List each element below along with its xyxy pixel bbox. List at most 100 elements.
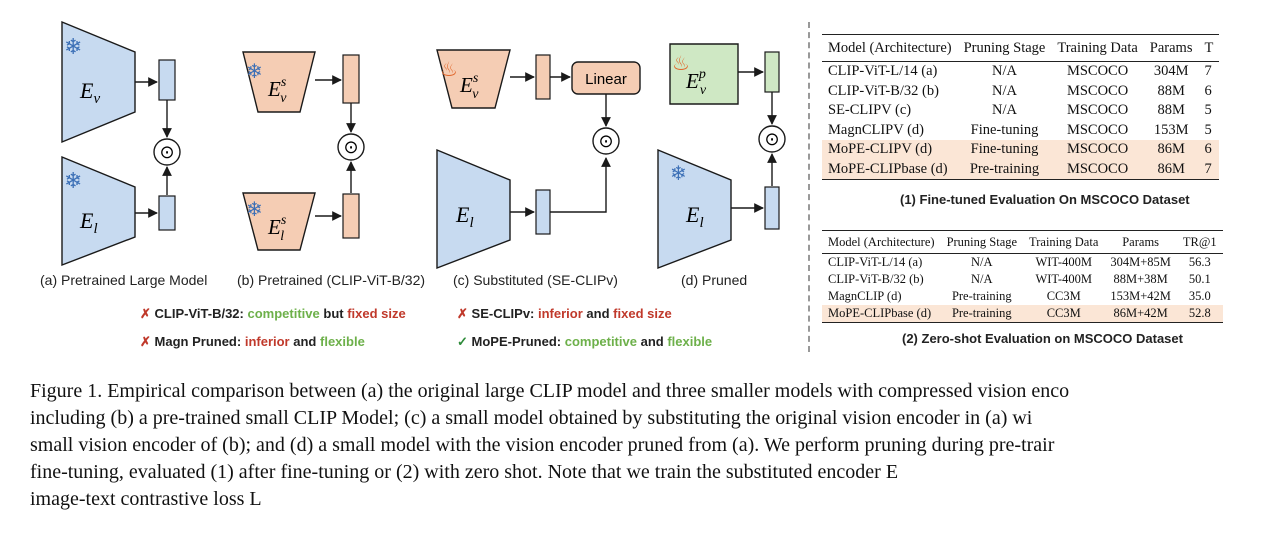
cell: MSCOCO: [1051, 159, 1144, 180]
cell: Fine-tuning: [957, 140, 1052, 160]
col-header: TR@1: [1176, 230, 1223, 254]
table-header-row: Model (Architecture) Pruning Stage Train…: [822, 34, 1220, 62]
legend-clip-vit-b32: ✗ CLIP-ViT-B/32: competitive but fixed s…: [140, 306, 406, 322]
cell: MoPE-CLIPbase (d): [822, 159, 958, 180]
table-row: CLIP-ViT-L/14 (a) N/A MSCOCO 304M 7: [822, 62, 1219, 82]
sub-letter: v: [700, 83, 707, 98]
e-letter: E: [79, 78, 94, 103]
cell: 88M+38M: [1113, 272, 1168, 286]
cell: MSCOCO: [1066, 102, 1129, 119]
sub-letter: l: [469, 215, 473, 231]
odot-symbol: ⊙: [159, 142, 174, 163]
cell: CLIP-ViT-L/14 (a): [828, 63, 938, 80]
cell: 5: [1204, 121, 1212, 138]
panel-a: ❄ Ev ⊙ ❄ El: [61, 20, 181, 267]
vision-encoder-c: [436, 49, 511, 109]
text-embedding-b: [342, 193, 360, 239]
arrow: [550, 157, 611, 213]
cell: N/A: [992, 102, 1017, 119]
legend-connector: and: [640, 334, 664, 349]
legend-model-name: MoPE-Pruned:: [471, 334, 562, 349]
snowflake-icon: ❄: [64, 35, 82, 60]
cell: 35.0: [1188, 289, 1211, 303]
sub-letter: v: [280, 91, 287, 106]
fire-icon: ♨: [440, 57, 458, 81]
cell: 56.3: [1188, 255, 1211, 269]
cell: 50.1: [1188, 272, 1211, 286]
snowflake-icon: ❄: [670, 161, 687, 185]
vision-encoder-label-a: Ev: [79, 78, 100, 107]
cell: CLIP-ViT-L/14 (a): [828, 255, 923, 269]
col-header: Model (Architecture): [822, 34, 958, 62]
cell: WIT-400M: [1035, 255, 1092, 269]
legend-quality: inferior: [244, 334, 290, 349]
cell: MoPE-CLIPV (d): [822, 140, 958, 160]
legend-connector: and: [293, 334, 317, 349]
legend-model-name: SE-CLIPv:: [471, 306, 535, 321]
table-row: MagnCLIPV (d) Fine-tuning MSCOCO 153M 5: [822, 121, 1219, 141]
cell: CLIP-ViT-B/32 (b): [828, 82, 939, 99]
sup-letter: s: [473, 71, 479, 86]
legend-quality: competitive: [564, 334, 637, 349]
check-icon: ✓: [457, 334, 468, 349]
cell: MoPE-CLIPbase (d): [822, 305, 941, 323]
cell: N/A: [971, 272, 993, 286]
linear-label: Linear: [585, 71, 627, 88]
dashed-separator: [808, 22, 810, 352]
figure-caption: Figure 1. Empirical comparison between (…: [30, 378, 1280, 513]
text-encoder-a: [61, 155, 136, 267]
legend-mope-pruned: ✓ MoPE-Pruned: competitive and flexible: [457, 334, 712, 350]
dot-product-c: [592, 127, 620, 155]
legend-size: flexible: [667, 334, 713, 349]
col-header: Pruning Stage: [957, 34, 1052, 62]
e-letter: E: [459, 73, 473, 97]
dot-product-a: [153, 138, 181, 166]
cross-icon: ✗: [140, 334, 151, 349]
text-encoder-b: [242, 192, 316, 251]
dot-product-d: [758, 125, 786, 153]
table-row: SE-CLIPV (c) N/A MSCOCO 88M 5: [822, 101, 1219, 121]
col-header: Training Data: [1051, 34, 1144, 62]
legend-model-name: Magn Pruned:: [154, 334, 242, 349]
cell: 86M: [1143, 159, 1199, 180]
table-row-highlighted: MoPE-CLIPbase (d) Pre-training MSCOCO 86…: [822, 159, 1220, 180]
cell: N/A: [971, 255, 993, 269]
sub-letter: v: [93, 91, 100, 107]
text-embedding-c: [535, 189, 551, 235]
cell: Pre-training: [957, 159, 1052, 180]
cell: 52.8: [1176, 305, 1223, 323]
cell: 86M: [1143, 140, 1199, 160]
table2-caption: (2) Zero-shot Evaluation on MSCOCO Datas…: [902, 331, 1183, 346]
zeroshot-results-table: Model (Architecture) Pruning Stage Train…: [822, 230, 1223, 323]
text-encoder-label-a: El: [79, 208, 98, 237]
e-letter: E: [455, 202, 470, 227]
dot-product-b: [337, 133, 365, 161]
cell: 304M: [1153, 63, 1189, 80]
cell: 7: [1198, 159, 1220, 180]
cell: Pre-training: [951, 289, 1012, 303]
cell: 153M+42M: [1110, 289, 1171, 303]
cell: 6: [1198, 140, 1220, 160]
e-letter: E: [685, 202, 700, 227]
text-encoder-label-d: El: [685, 202, 704, 231]
e-letter: E: [685, 69, 699, 93]
cell: CLIP-ViT-B/32 (b): [828, 272, 924, 286]
vision-encoder-a: [61, 20, 136, 144]
cell: MSCOCO: [1051, 140, 1144, 160]
sub-letter: l: [280, 229, 284, 244]
legend-model-name: CLIP-ViT-B/32:: [154, 306, 244, 321]
legend-se-clipv: ✗ SE-CLIPv: inferior and fixed size: [457, 306, 672, 322]
table1-caption: (1) Fine-tuned Evaluation On MSCOCO Data…: [900, 192, 1190, 207]
vision-encoder-b: [242, 51, 316, 113]
caption-line: Figure 1. Empirical comparison between (…: [30, 380, 1070, 402]
col-header: Training Data: [1023, 230, 1105, 254]
snowflake-icon: ❄: [246, 197, 263, 221]
table-header-row: Model (Architecture) Pruning Stage Train…: [822, 230, 1223, 254]
odot-symbol: ⊙: [343, 137, 358, 158]
odot-symbol: ⊙: [598, 131, 613, 152]
cross-icon: ✗: [140, 306, 151, 321]
cell: 88M: [1157, 82, 1185, 99]
